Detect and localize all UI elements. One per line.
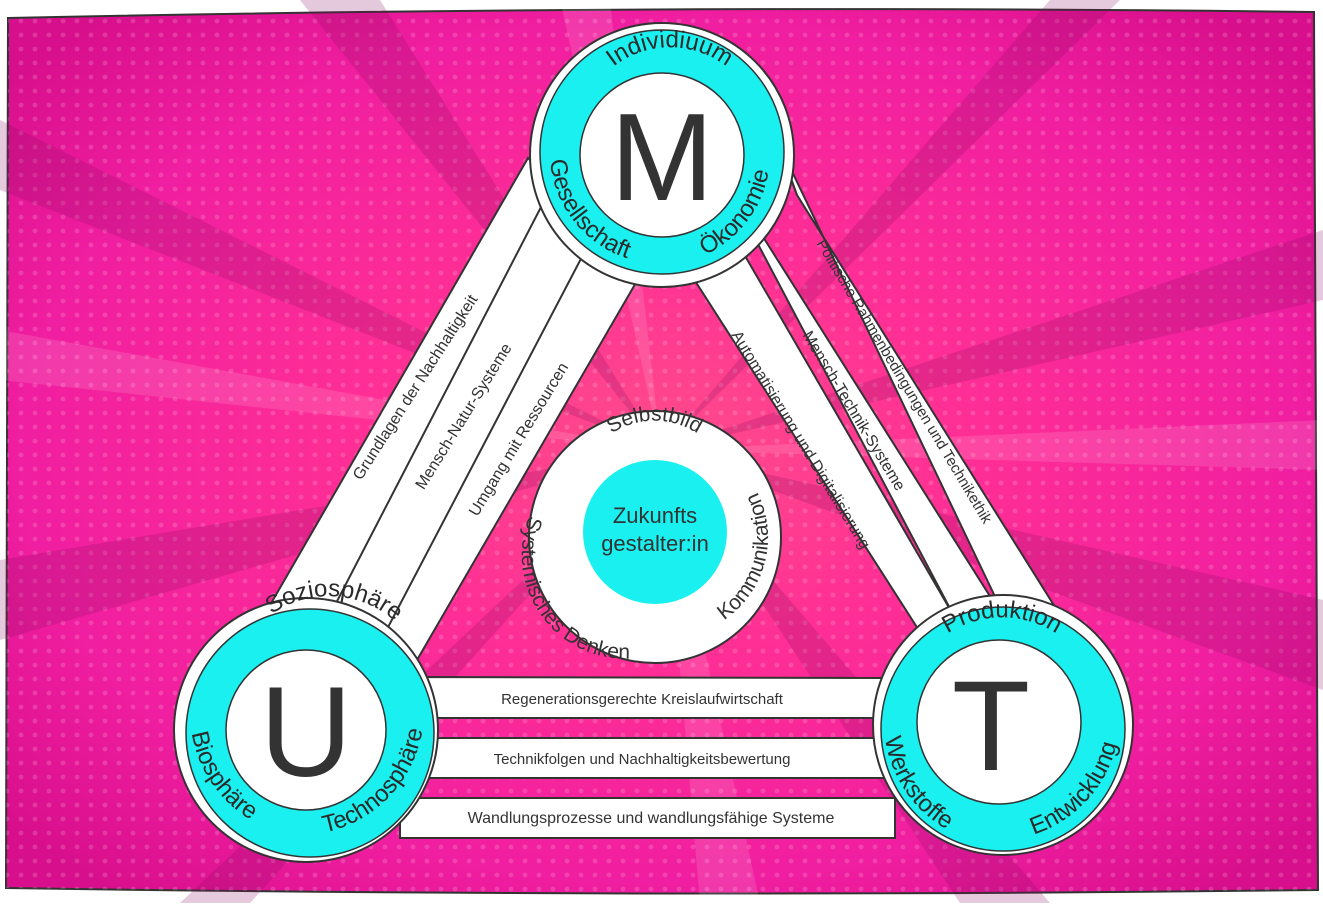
- node-u: U Soziosphäre Biosphäre Technosphäre: [173, 575, 439, 863]
- node-t-letter: T: [952, 655, 1030, 798]
- node-m-letter: M: [610, 89, 713, 227]
- node-t: T Produktion Werkstoffe Entwicklung: [872, 594, 1134, 856]
- center-node: Zukunfts gestalter:in Selbstbild Systemi…: [517, 403, 782, 664]
- node-m: M Individiuum Gesellschaft Ökonomie: [529, 22, 795, 288]
- link-ut-label-3: Wandlungsprozesse und wandlungsfähige Sy…: [468, 810, 835, 827]
- center-core-line-1: Zukunfts: [613, 503, 697, 528]
- link-ut-label-1: Regenerationsgerechte Kreislaufwirtschaf…: [501, 691, 784, 708]
- node-u-letter: U: [260, 661, 352, 804]
- center-core-line-2: gestalter:in: [601, 531, 709, 556]
- link-ut-label-2: Technikfolgen und Nachhaltigkeitsbewertu…: [494, 751, 791, 768]
